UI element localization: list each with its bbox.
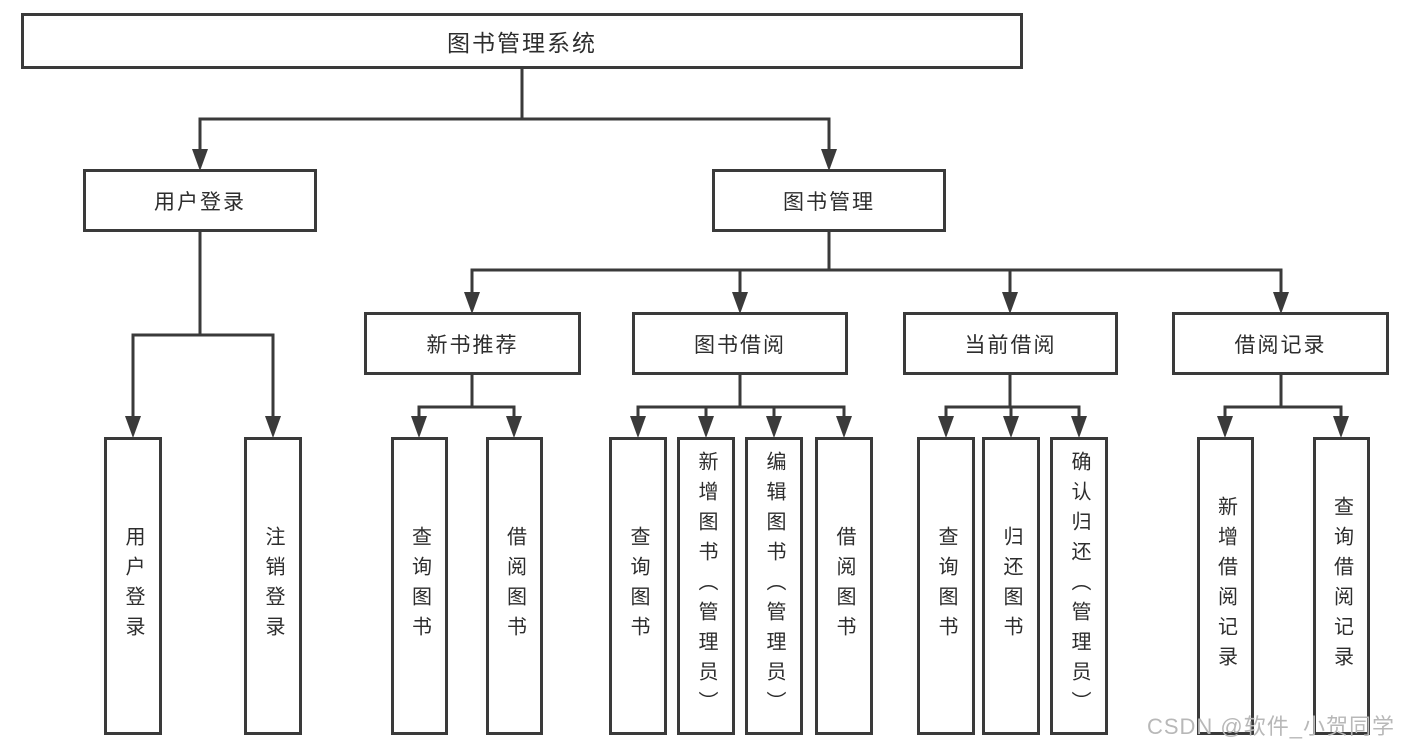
csdn-watermark: CSDN @软件_小贺同学 xyxy=(1146,714,1395,739)
node-borrowing-records-label: 借阅记录 xyxy=(1234,333,1327,357)
node-root-label: 图书管理系统 xyxy=(447,30,597,56)
leaf-newbook-query-books-label: 查询图书 xyxy=(408,526,431,646)
leaf-current-query-books: 查询图书 xyxy=(917,437,975,735)
leaf-records-query-record-label: 查询借阅记录 xyxy=(1330,496,1353,676)
leaf-borrow-borrow-books-label: 借阅图书 xyxy=(833,526,855,646)
leaf-current-confirm-return-admin-label: 确认归还（管理员） xyxy=(1068,451,1090,721)
node-user-login-branch: 用户登录 xyxy=(83,169,317,232)
arrowhead-icons xyxy=(125,149,1349,438)
leaf-current-confirm-return-admin: 确认归还（管理员） xyxy=(1050,437,1108,735)
leaf-user-login: 用户登录 xyxy=(104,437,162,735)
leaf-records-query-record: 查询借阅记录 xyxy=(1313,437,1370,735)
leaf-user-login-label: 用户登录 xyxy=(122,526,144,646)
node-user-login-branch-label: 用户登录 xyxy=(154,190,246,214)
leaf-logout: 注销登录 xyxy=(244,437,302,735)
node-book-borrowing: 图书借阅 xyxy=(632,312,848,375)
leaf-current-return-books: 归还图书 xyxy=(982,437,1040,735)
leaf-borrow-edit-books-admin: 编辑图书（管理员） xyxy=(745,437,803,735)
leaf-borrow-borrow-books: 借阅图书 xyxy=(815,437,873,735)
node-borrowing-records: 借阅记录 xyxy=(1172,312,1389,375)
leaf-logout-label: 注销登录 xyxy=(262,526,284,646)
leaf-records-add-record: 新增借阅记录 xyxy=(1197,437,1254,735)
leaf-current-return-books-label: 归还图书 xyxy=(1000,526,1022,646)
leaf-current-query-books-label: 查询图书 xyxy=(935,526,957,646)
leaf-records-add-record-label: 新增借阅记录 xyxy=(1214,496,1237,676)
leaf-newbook-borrow-books-label: 借阅图书 xyxy=(503,526,526,646)
node-book-management: 图书管理 xyxy=(712,169,946,232)
node-new-book-recommend-label: 新书推荐 xyxy=(426,333,519,357)
node-book-management-label: 图书管理 xyxy=(783,190,875,214)
leaf-newbook-query-books: 查询图书 xyxy=(391,437,448,735)
leaf-borrow-query-books-label: 查询图书 xyxy=(627,526,649,646)
leaf-borrow-add-books-admin-label: 新增图书（管理员） xyxy=(695,451,717,721)
node-current-borrowing: 当前借阅 xyxy=(903,312,1118,375)
node-book-borrowing-label: 图书借阅 xyxy=(694,333,786,357)
leaf-borrow-edit-books-admin-label: 编辑图书（管理员） xyxy=(763,451,785,721)
node-root: 图书管理系统 xyxy=(21,13,1023,69)
leaf-borrow-add-books-admin: 新增图书（管理员） xyxy=(677,437,735,735)
leaf-borrow-query-books: 查询图书 xyxy=(609,437,667,735)
leaf-newbook-borrow-books: 借阅图书 xyxy=(486,437,543,735)
node-new-book-recommend: 新书推荐 xyxy=(364,312,581,375)
node-current-borrowing-label: 当前借阅 xyxy=(964,333,1057,357)
